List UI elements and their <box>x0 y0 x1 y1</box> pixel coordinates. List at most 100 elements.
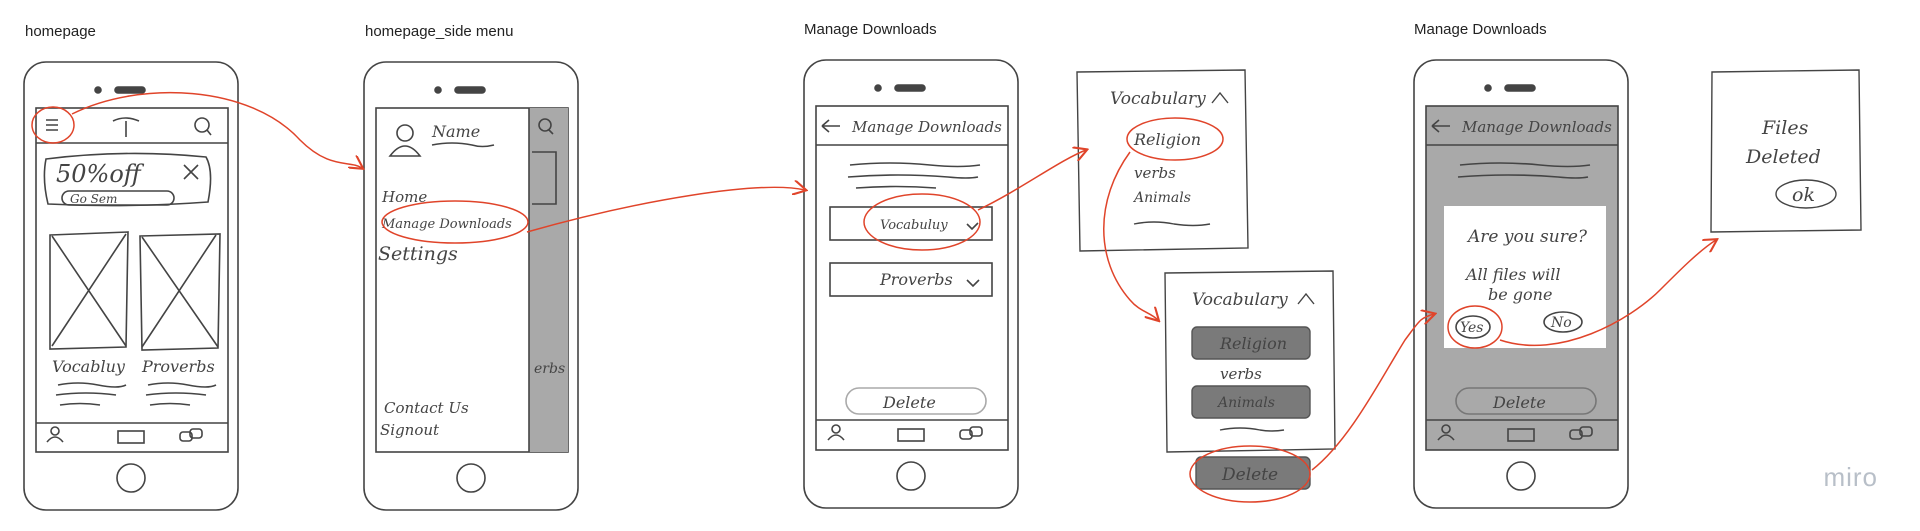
chat-icon <box>1569 426 1593 440</box>
arrow-menu-to-sidemenu <box>71 91 362 168</box>
section-vocabulary-label: Vocabuluy <box>880 218 948 233</box>
menu-item-contact[interactable]: Contact Us <box>384 399 469 417</box>
arrow-to-manage-downloads <box>526 187 805 233</box>
downloads-icon <box>1507 428 1535 442</box>
highlight-vocabulary <box>863 193 981 251</box>
back-arrow-icon[interactable] <box>821 119 840 133</box>
description-lines <box>847 162 981 189</box>
delete-button-label: Delete <box>882 393 936 412</box>
phone-screen <box>815 105 1009 451</box>
card2-label: Proverbs <box>141 357 215 376</box>
ok-button[interactable] <box>1775 179 1837 209</box>
chat-icon[interactable] <box>959 426 983 440</box>
miro-watermark: miro <box>1823 462 1878 492</box>
peek-text: erbs <box>534 361 565 377</box>
dialog-line1: All files will <box>1464 265 1560 284</box>
dropdown-title: Vocabulary <box>1192 290 1288 310</box>
downloads-icon[interactable] <box>117 430 145 444</box>
menu-item-settings[interactable]: Settings <box>378 243 458 265</box>
profile-icon[interactable] <box>46 426 64 443</box>
dropdown-item-verbs[interactable]: verbs <box>1220 365 1262 383</box>
menu-item-home[interactable]: Home <box>381 188 427 206</box>
result-line1: Files <box>1761 117 1809 139</box>
delete-button[interactable] <box>845 387 987 415</box>
chevron-down-icon <box>966 222 979 231</box>
description-lines <box>1457 162 1591 179</box>
card-proverbs[interactable] <box>139 233 221 351</box>
home-button[interactable] <box>116 463 146 493</box>
frame-label-side-menu: homepage_side menu <box>365 23 514 40</box>
frame-label-manage-downloads-confirm: Manage Downloads <box>1414 21 1547 38</box>
home-button[interactable] <box>456 463 486 493</box>
phone-manage-downloads: Manage Downloads Vocabuluy Proverbs Dele… <box>803 59 1019 509</box>
arrow-to-dropdown <box>977 150 1086 211</box>
phone-body <box>803 59 1019 509</box>
card1-text-lines <box>55 382 127 406</box>
profile-name: Name <box>431 122 480 141</box>
section-proverbs[interactable] <box>829 262 993 297</box>
search-icon[interactable] <box>194 117 212 136</box>
dialog-question: Are you sure? <box>1466 227 1588 247</box>
yes-button-label: Yes <box>1460 320 1484 336</box>
frame-label-homepage: homepage <box>25 23 96 40</box>
section-proverbs-label: Proverbs <box>879 270 953 289</box>
dropdown-item-verbs[interactable]: verbs <box>1134 164 1176 182</box>
banner-button[interactable] <box>61 190 175 206</box>
home-button[interactable] <box>1506 461 1536 491</box>
dialog-line2: be gone <box>1488 285 1552 304</box>
dropdown-item-religion-selected[interactable] <box>1191 326 1311 360</box>
phone-camera <box>1484 84 1492 92</box>
dropdown-item-more <box>1219 427 1285 432</box>
phone-camera <box>434 86 442 94</box>
delete-button-label: Delete <box>1221 465 1278 485</box>
phone-body <box>363 61 579 511</box>
phone-speaker <box>454 86 486 94</box>
result-popup: Files Deleted ok <box>1710 69 1862 233</box>
menu-item-manage-downloads[interactable]: Manage Downloads <box>381 217 512 232</box>
section-vocabulary[interactable] <box>829 206 993 241</box>
no-button[interactable] <box>1543 311 1583 333</box>
confirm-dialog <box>1444 206 1606 348</box>
chevron-up-icon[interactable] <box>1211 91 1229 104</box>
card2-text-lines <box>145 382 217 406</box>
ok-button-label: ok <box>1792 184 1815 206</box>
frame-label-manage-downloads: Manage Downloads <box>804 21 937 38</box>
dropdown-frame <box>1076 69 1249 252</box>
arrow-to-result <box>1499 240 1716 347</box>
dropdown-item-animals[interactable]: Animals <box>1132 190 1191 206</box>
back-arrow-icon <box>1431 119 1450 133</box>
yes-button[interactable] <box>1455 315 1491 339</box>
phone-camera <box>94 86 102 94</box>
home-button[interactable] <box>896 461 926 491</box>
phone-side-menu: erbs Name Home Manage Downloads Settings… <box>363 61 579 511</box>
menu-icon[interactable] <box>46 119 58 131</box>
promo-banner[interactable] <box>43 152 212 207</box>
flow-annotations <box>31 91 1716 503</box>
card-vocabulary[interactable] <box>49 231 129 350</box>
delete-button <box>1455 387 1597 415</box>
profile-icon <box>1437 424 1455 441</box>
downloads-icon[interactable] <box>897 428 925 442</box>
profile-icon[interactable] <box>827 424 845 441</box>
dropdown-item-religion-label: Religion <box>1219 334 1287 353</box>
phone-speaker <box>894 84 926 92</box>
dropdown-item-religion[interactable]: Religion <box>1133 130 1201 149</box>
banner-button-label: Go Sem <box>70 192 117 206</box>
close-icon[interactable] <box>183 164 199 180</box>
menu-item-signout[interactable]: Signout <box>380 421 440 439</box>
peek-search-icon <box>538 118 554 135</box>
dropdown-item-animals-selected[interactable] <box>1191 385 1311 419</box>
dropdown-title: Vocabulary <box>1110 89 1206 109</box>
chevron-up-icon[interactable] <box>1297 292 1315 305</box>
phone-speaker <box>114 86 146 94</box>
highlight-menu-icon <box>31 106 75 144</box>
dimmed-content <box>529 108 568 452</box>
delete-button-label: Delete <box>1492 393 1546 412</box>
card1-label: Vocabluy <box>52 357 126 376</box>
phone-homepage: 50%off Go Sem Vocabluy Proverbs <box>23 61 239 511</box>
arrow-to-selected <box>1103 151 1158 320</box>
phone-camera <box>874 84 882 92</box>
chat-icon[interactable] <box>179 428 203 442</box>
result-frame <box>1710 69 1862 233</box>
phone-screen <box>35 107 229 453</box>
